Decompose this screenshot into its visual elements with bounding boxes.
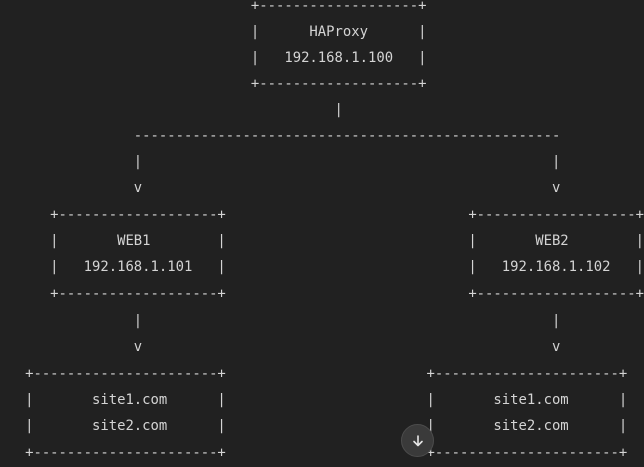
code-line: | WEB1 | | WEB2 |: [0, 233, 644, 249]
code-line: v v: [0, 180, 561, 196]
code-line: | |: [0, 313, 561, 329]
code-line: |: [0, 102, 343, 118]
code-line: +-------------------+: [0, 0, 427, 14]
code-line: | site1.com | | site1.com |: [0, 392, 628, 408]
code-line: | 192.168.1.101 | | 192.168.1.102 |: [0, 259, 644, 275]
code-line: +----------------------+ +--------------…: [0, 445, 628, 461]
code-line: +----------------------+ +--------------…: [0, 366, 628, 382]
code-line: v v: [0, 339, 561, 355]
scroll-to-bottom-button[interactable]: [401, 424, 434, 457]
code-line: | |: [0, 154, 561, 170]
code-line: +-------------------+: [0, 76, 427, 92]
code-line: | site2.com | | site2.com |: [0, 418, 628, 434]
code-line: +-------------------+ +-----------------…: [0, 207, 644, 223]
code-line: ----------------------------------------…: [0, 128, 561, 144]
code-line: | HAProxy |: [0, 24, 427, 40]
code-line: | 192.168.1.100 |: [0, 50, 427, 66]
code-line: +-------------------+ +-----------------…: [0, 286, 644, 302]
arrow-down-icon: [411, 434, 425, 448]
